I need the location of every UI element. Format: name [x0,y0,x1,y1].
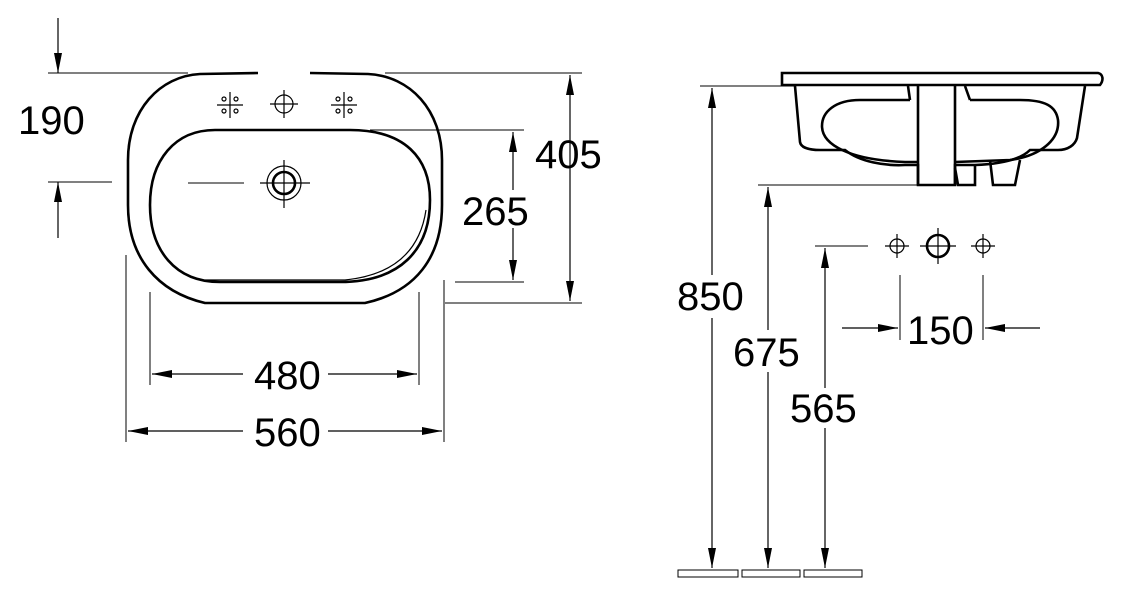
dim-190-label: 190 [18,99,85,143]
tap-hole-side-center-icon [920,228,956,264]
dim-565-label: 565 [790,387,857,431]
tap-holes-side [885,228,995,264]
tap-hole-center-icon [270,90,298,118]
dim-190: 190 [18,18,188,238]
side-view: 850 675 565 [677,71,1104,578]
dim-850-label: 850 [677,275,744,319]
basin-outer-outline [126,71,444,305]
dim-560-label: 560 [254,411,321,455]
top-view: 190 405 265 480 [18,18,602,455]
dim-265-label: 265 [462,190,529,234]
tap-hole-side-left-icon [885,234,909,258]
basin-feet [953,159,1022,187]
dim-560: 560 [125,255,445,455]
bowl-outline [148,128,432,284]
dim-265: 265 [370,129,529,283]
dim-405-label: 405 [535,133,602,177]
tap-hole-side-right-icon [971,234,995,258]
basin-body [793,85,1087,187]
dim-850: 850 [677,85,795,568]
tap-hole-right-icon [331,92,357,118]
basin-bowl [820,98,1060,164]
basin-rim [780,71,1104,87]
floor [677,569,863,578]
dim-480-label: 480 [254,354,321,398]
dim-480: 480 [149,292,420,398]
dim-565: 565 [790,245,868,568]
dim-150: 150 [842,275,1040,353]
bowl-inner-line [205,209,427,281]
basin-pedestal [916,85,957,185]
dim-675: 675 [733,184,918,568]
dim-150-label: 150 [907,309,974,353]
dim-675-label: 675 [733,331,800,375]
tap-hole-left-icon [217,92,243,118]
dim-405: 405 [385,72,602,304]
drain-icon [188,160,310,208]
